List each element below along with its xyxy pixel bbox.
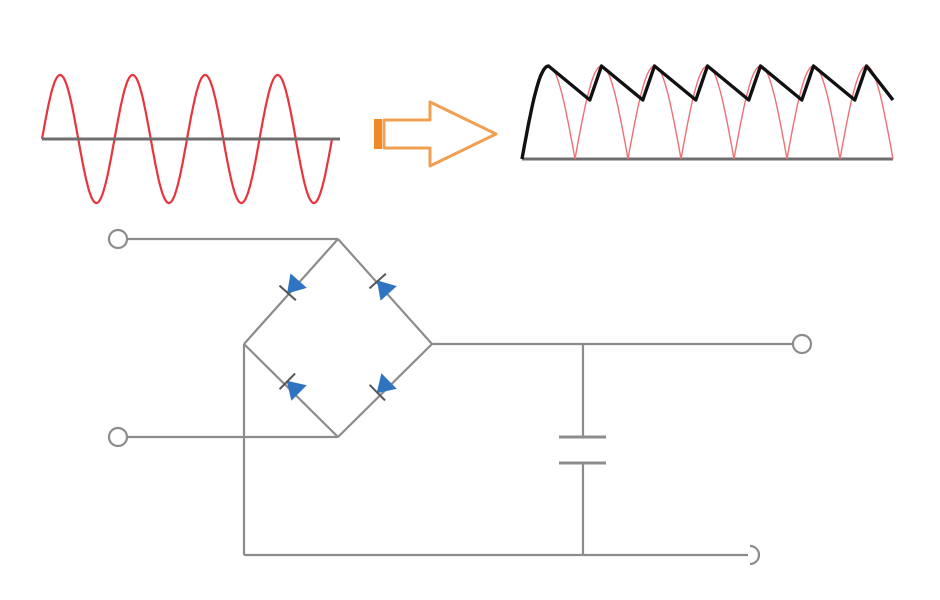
rectified-halfwaves <box>521 65 894 160</box>
diode-bar <box>278 372 296 390</box>
diode-icon <box>278 372 307 401</box>
arrow-body <box>382 100 498 168</box>
diode-triangle <box>377 280 397 301</box>
diode-bar <box>368 272 387 290</box>
input-terminal-bottom <box>107 426 129 448</box>
input-waveform <box>40 73 340 205</box>
diode-icon <box>278 273 307 302</box>
arrow-tail <box>374 119 382 149</box>
diode-triangle <box>287 273 307 294</box>
ripple-envelope <box>520 64 895 160</box>
capacitor-icon <box>559 435 606 465</box>
output-terminal-negative <box>749 544 761 566</box>
diode-triangle <box>376 373 397 394</box>
diode-triangle <box>286 380 307 401</box>
output-waveform <box>520 64 895 161</box>
terminals <box>107 228 813 566</box>
diode-icon <box>368 272 397 301</box>
bridge-diodes <box>278 272 397 402</box>
diode-bar <box>278 284 297 302</box>
output-terminal-positive <box>791 333 813 355</box>
circuit-wires <box>128 237 792 557</box>
input-terminal-top <box>107 228 129 250</box>
transform-arrow-icon <box>374 100 498 168</box>
diode-icon <box>368 373 397 402</box>
diode-bar <box>368 384 386 402</box>
